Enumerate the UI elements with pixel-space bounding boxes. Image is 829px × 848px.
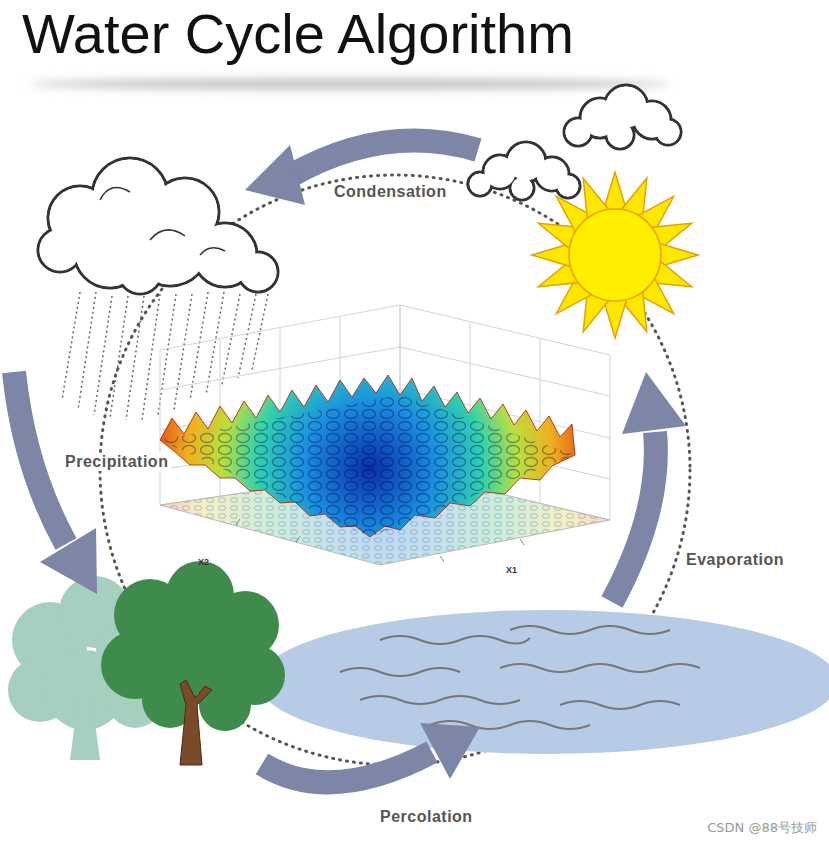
axis-label: X1 — [506, 565, 517, 575]
surface-plot — [236, 519, 524, 562]
surface-plot — [160, 395, 575, 537]
rain — [110, 296, 128, 418]
rain-cloud — [100, 188, 130, 201]
rain — [158, 294, 176, 415]
sun — [532, 172, 698, 338]
cycle-arrows — [622, 372, 686, 434]
rain — [126, 296, 144, 420]
diagram-title: Water Cycle Algorithm — [22, 2, 574, 66]
light-tree — [70, 700, 100, 760]
stage-label: Evaporation — [683, 551, 787, 569]
lake — [500, 664, 700, 672]
small-clouds — [566, 120, 591, 145]
title-reflection — [30, 78, 670, 90]
lake — [258, 610, 829, 754]
lake — [258, 610, 829, 754]
cycle-arrows — [290, 140, 478, 176]
rain-cloud — [38, 158, 278, 294]
small-clouds — [468, 85, 681, 200]
lake — [510, 626, 670, 634]
surface-plot — [520, 539, 524, 545]
rain — [62, 292, 80, 400]
axis-label: X2 — [198, 557, 209, 567]
stage-label: Percolation — [377, 808, 476, 826]
small-clouds — [468, 85, 681, 200]
rain — [62, 292, 268, 420]
small-clouds — [608, 123, 633, 148]
cycle-arrows — [262, 752, 432, 782]
surface-plot — [296, 536, 300, 542]
rain-cloud — [40, 160, 277, 293]
cycle-arrows — [245, 145, 305, 205]
lake — [360, 696, 520, 704]
watermark: CSDN @88号技师 — [707, 821, 817, 836]
surface-plot — [160, 305, 610, 565]
rain-cloud — [100, 188, 225, 256]
cycle-arrows — [14, 140, 686, 782]
rain — [142, 294, 160, 420]
surface-plot — [440, 556, 444, 562]
rain — [78, 292, 96, 410]
rain — [222, 294, 240, 385]
lake — [340, 668, 460, 676]
rain-cloud — [120, 252, 161, 293]
rain-cloud — [40, 230, 81, 271]
cycle-arrows — [14, 372, 66, 544]
rain-cloud — [38, 158, 278, 294]
rain — [206, 292, 224, 395]
rain-cloud — [150, 230, 185, 240]
stage-label: Condensation — [331, 183, 450, 201]
rain-cloud — [200, 248, 225, 255]
rain-cloud — [240, 254, 277, 291]
small-clouds — [512, 178, 533, 199]
surface-plot — [160, 375, 575, 537]
cycle-arrows — [420, 723, 480, 779]
cycle-arrows — [40, 528, 97, 594]
cycle-arrows — [612, 432, 656, 602]
lake — [380, 636, 530, 644]
surface-plot — [236, 519, 240, 525]
small-clouds — [657, 121, 680, 144]
dark-tree — [180, 680, 212, 765]
small-clouds — [558, 176, 579, 197]
small-clouds — [470, 174, 491, 195]
stage-label: Precipitation — [62, 453, 171, 471]
rain — [238, 294, 256, 378]
sun — [569, 209, 661, 301]
rain — [174, 294, 192, 410]
lake — [560, 701, 680, 709]
dark-tree — [101, 561, 285, 765]
lake — [340, 626, 700, 729]
small-clouds — [470, 87, 680, 199]
rain — [94, 296, 112, 415]
